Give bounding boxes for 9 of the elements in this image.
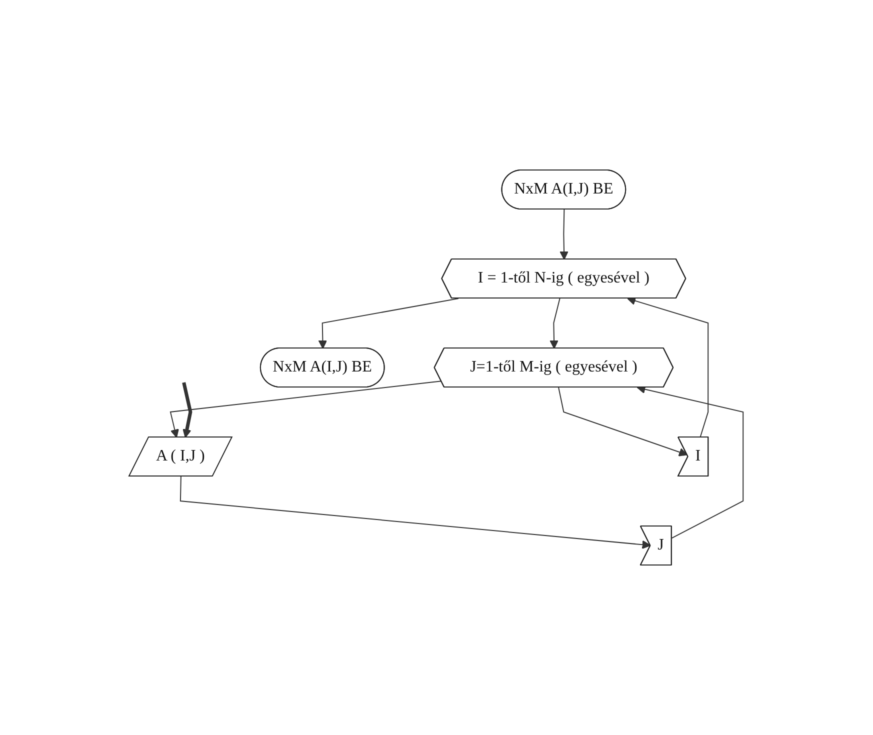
arrow	[628, 296, 710, 438]
arrow	[558, 387, 688, 456]
arrow	[180, 476, 652, 550]
arrow	[550, 298, 561, 349]
arrow	[182, 382, 193, 438]
arrow	[637, 385, 744, 539]
arrow	[170, 380, 442, 438]
arrow	[560, 209, 569, 260]
arrow	[318, 298, 460, 349]
